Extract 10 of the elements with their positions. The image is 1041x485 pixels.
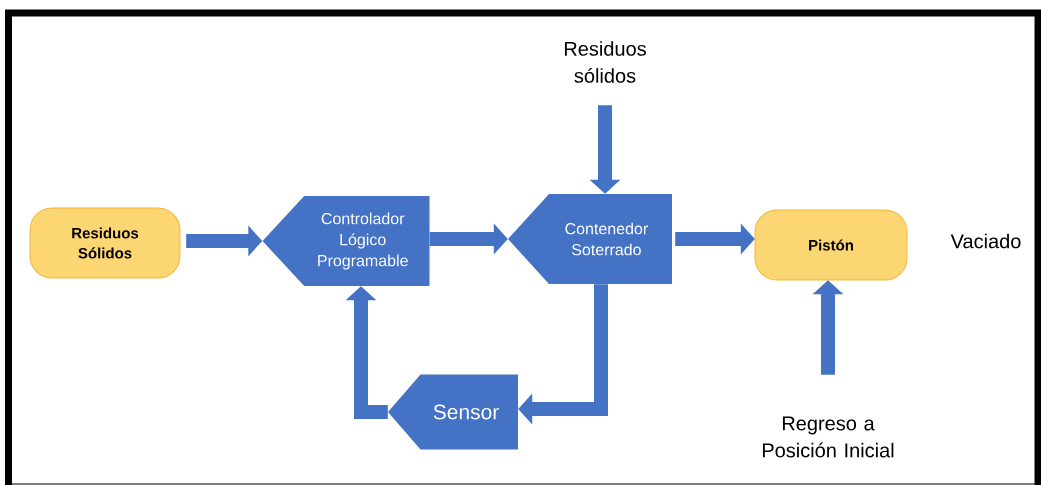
text-label: Vaciado xyxy=(950,233,1021,249)
text-label: Regreso a Posición Inicial xyxy=(762,416,894,458)
block-arrow xyxy=(518,284,608,425)
rounded-box: Residuos Sólidos xyxy=(29,207,181,279)
block-arrow xyxy=(345,286,388,419)
text-label: Residuos sólidos xyxy=(564,41,646,83)
pentagon-box: Controlador Lógico Programable xyxy=(262,196,430,286)
rounded-box: Pistón xyxy=(754,209,908,281)
pentagon-box: Contenedor Soterrado xyxy=(508,194,672,284)
pentagon-box: Sensor xyxy=(388,374,518,450)
